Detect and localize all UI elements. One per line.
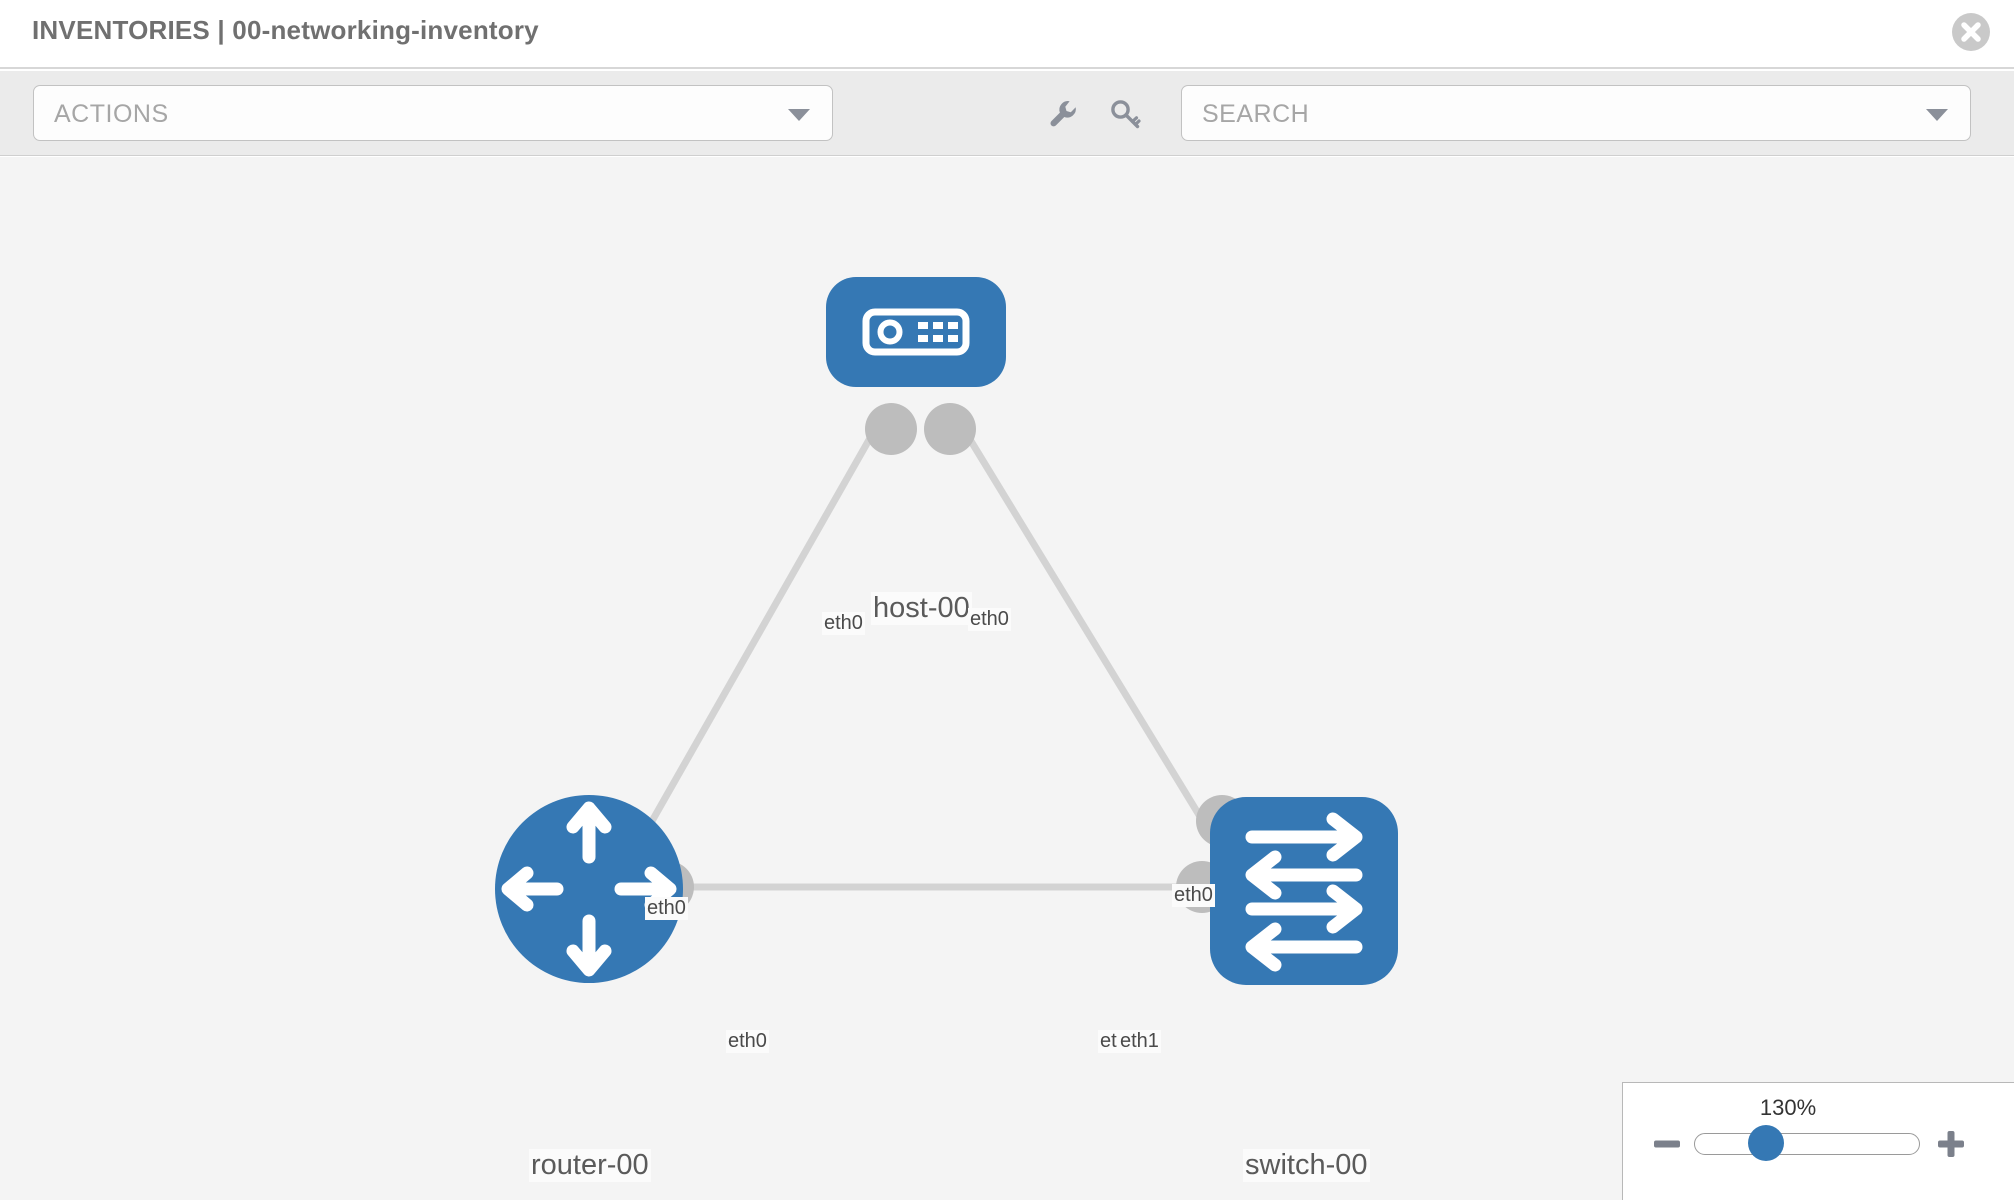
- chevron-down-icon: [1926, 109, 1948, 121]
- topology-canvas[interactable]: host-00 router-00 switch-00 eth0 eth0 et…: [0, 157, 2014, 1200]
- page-header: INVENTORIES | 00-networking-inventory: [0, 0, 2014, 69]
- interface-dot: [865, 403, 917, 455]
- search-input[interactable]: SEARCH: [1181, 85, 1971, 141]
- interface-dot: [924, 403, 976, 455]
- interface-label: eth0: [1172, 884, 1215, 907]
- wrench-icon[interactable]: [1046, 97, 1080, 131]
- node-router-00[interactable]: [495, 795, 683, 983]
- page-title: INVENTORIES | 00-networking-inventory: [32, 15, 539, 45]
- zoom-level-value: 130%: [1759, 1095, 1817, 1120]
- interface-label: eth0: [822, 612, 865, 635]
- node-label-router: router-00: [529, 1149, 651, 1182]
- zoom-out-button[interactable]: [1650, 1127, 1684, 1161]
- actions-dropdown[interactable]: ACTIONS: [33, 85, 833, 141]
- interface-label: eth1: [1118, 1030, 1161, 1053]
- actions-dropdown-label: ACTIONS: [54, 100, 169, 128]
- zoom-in-button[interactable]: [1934, 1127, 1968, 1161]
- node-label-host: host-00: [871, 592, 972, 625]
- chevron-down-icon: [788, 109, 810, 121]
- zoom-slider-thumb[interactable]: [1748, 1125, 1784, 1161]
- zoom-control-panel: 130%: [1622, 1082, 2014, 1200]
- interface-label: eth0: [645, 897, 688, 920]
- interface-label: eth0: [968, 608, 1011, 631]
- interface-label: eth0: [726, 1030, 769, 1053]
- key-icon[interactable]: [1108, 97, 1142, 131]
- node-host-00[interactable]: [826, 277, 1006, 387]
- topology-graph: [495, 277, 1398, 985]
- node-label-switch: switch-00: [1243, 1149, 1370, 1182]
- link-host-router: [615, 408, 890, 881]
- link-host-switch: [949, 408, 1235, 871]
- search-placeholder: SEARCH: [1202, 100, 1310, 128]
- close-icon[interactable]: [1952, 13, 1990, 51]
- toolbar: ACTIONS SEARCH: [0, 71, 2014, 156]
- zoom-slider-track[interactable]: [1694, 1133, 1920, 1155]
- node-switch-00[interactable]: [1210, 797, 1398, 985]
